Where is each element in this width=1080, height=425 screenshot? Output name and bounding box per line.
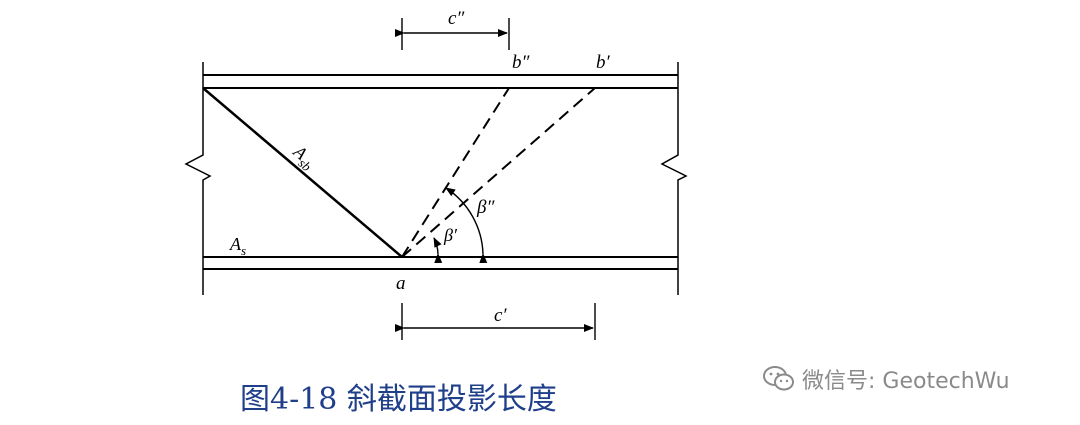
bottom-reinforcement bbox=[203, 256, 678, 270]
dimension-c-double-prime bbox=[395, 18, 510, 50]
wechat-icon bbox=[763, 366, 794, 391]
right-break-line bbox=[660, 62, 688, 295]
top-reinforcement bbox=[203, 74, 678, 89]
label-asb: Asb bbox=[286, 141, 320, 175]
left-break-line bbox=[184, 62, 212, 295]
bent-bar-asb bbox=[202, 87, 403, 258]
figure-caption: 图4-18 斜截面投影长度 bbox=[240, 382, 557, 417]
label-as: As bbox=[229, 234, 246, 258]
label-b-prime: b′ bbox=[596, 52, 611, 73]
dashed-section-b-double-prime bbox=[401, 87, 510, 258]
label-c-double-prime: c″ bbox=[448, 8, 465, 29]
label-b-double-prime: b″ bbox=[512, 52, 531, 73]
label-as-sub: s bbox=[241, 243, 246, 258]
label-a: a bbox=[396, 273, 406, 294]
angle-arc-beta-prime bbox=[433, 237, 443, 264]
label-beta-double-prime: β″ bbox=[476, 197, 495, 218]
label-beta-prime: β′ bbox=[443, 225, 458, 245]
watermark-text: 微信号: GeotechWu bbox=[802, 369, 1010, 394]
watermark: 微信号: GeotechWu bbox=[762, 362, 1010, 396]
label-as-main: A bbox=[229, 234, 242, 254]
dimension-c-prime bbox=[395, 303, 596, 340]
dashed-section-b-prime bbox=[401, 87, 596, 258]
angle-arc-beta-double-prime bbox=[445, 187, 488, 264]
label-c-prime: c′ bbox=[494, 305, 507, 326]
